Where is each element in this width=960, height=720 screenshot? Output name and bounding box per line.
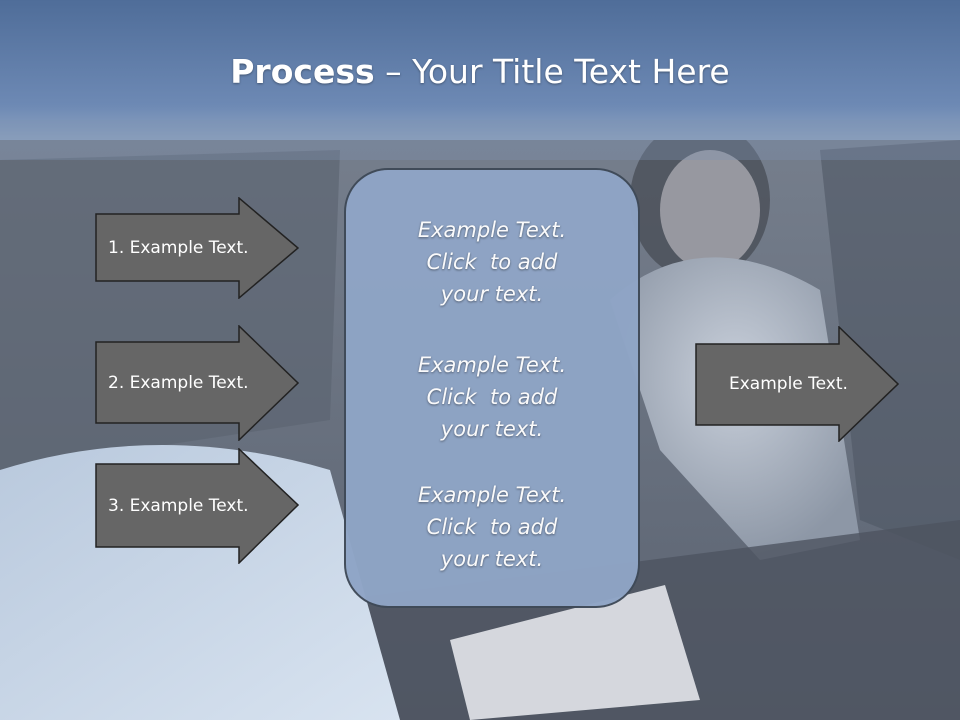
block-2-line-2: Click to add (426, 385, 558, 409)
title-rest: – Your Title Text Here (374, 52, 730, 91)
slide-title: Process – Your Title Text Here (0, 52, 960, 91)
block-3-line-2: Click to add (426, 515, 558, 539)
arrow-shape-1 (95, 197, 299, 299)
arrow-label-3: 3. Example Text. (108, 496, 249, 516)
block-3-line-3: your text. (440, 547, 544, 571)
block-2-line-3: your text. (440, 417, 544, 441)
text-block-1: Example Text. Click to add your text. (346, 214, 638, 310)
arrow-step-3[interactable]: 3. Example Text. (95, 448, 299, 564)
arrow-label-1: 1. Example Text. (108, 238, 249, 258)
arrow-label-2: 2. Example Text. (108, 373, 249, 393)
arrow-step-2[interactable]: 2. Example Text. (95, 325, 299, 441)
block-1-line-2: Click to add (426, 250, 558, 274)
center-text-box[interactable]: Example Text. Click to add your text. Ex… (344, 168, 640, 608)
arrow-shape-3 (95, 448, 299, 564)
text-block-2: Example Text. Click to add your text. (346, 349, 638, 445)
text-block-3: Example Text. Click to add your text. (346, 479, 638, 575)
arrow-step-1[interactable]: 1. Example Text. (95, 197, 299, 299)
arrow-label-result: Example Text. (729, 374, 848, 394)
block-3-line-1: Example Text. (417, 483, 567, 507)
block-2-line-1: Example Text. (417, 353, 567, 377)
arrow-shape-result (695, 326, 899, 442)
arrow-result[interactable]: Example Text. (695, 326, 899, 442)
block-1-line-1: Example Text. (417, 218, 567, 242)
arrow-shape-2 (95, 325, 299, 441)
title-bold: Process (230, 52, 375, 91)
block-1-line-3: your text. (440, 282, 544, 306)
